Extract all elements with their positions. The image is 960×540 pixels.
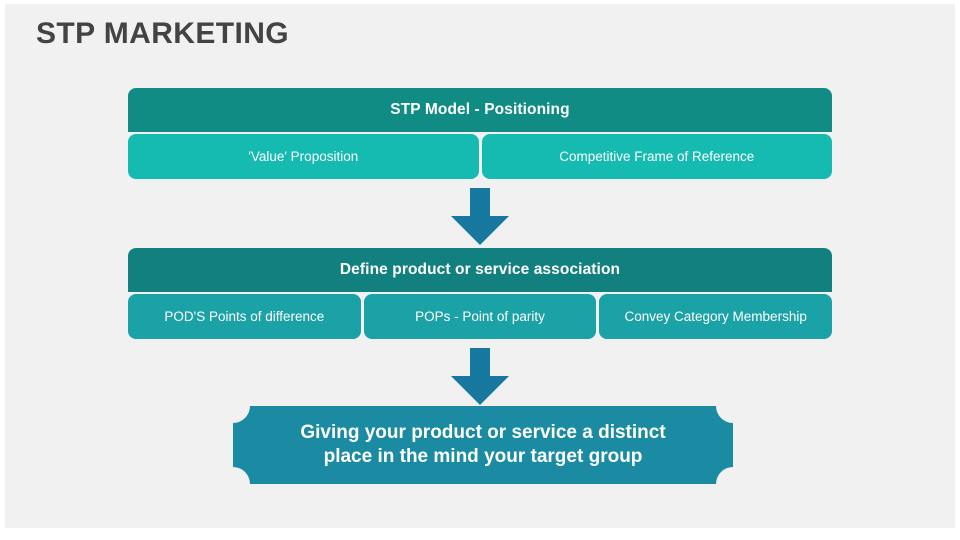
slide-edge-left — [0, 0, 5, 540]
conclusion-box[interactable]: Giving your product or service a distinc… — [233, 406, 733, 484]
group-children-1: 'Value' Proposition Competitive Frame of… — [128, 134, 832, 179]
slide-edge-top — [0, 0, 960, 4]
child-box-convey-category-membership[interactable]: Convey Category Membership — [599, 294, 833, 339]
group-define-product-or-service-association: Define product or service association PO… — [128, 248, 833, 339]
group-header-2[interactable]: Define product or service association — [128, 248, 832, 292]
child-box-competitive-frame-of-reference[interactable]: Competitive Frame of Reference — [481, 134, 832, 179]
group-children-2: POD'S Points of difference POPs - Point … — [128, 294, 833, 339]
slide-edge-right — [955, 0, 960, 540]
arrow-down-icon-2 — [449, 348, 511, 406]
child-box-pops-point-of-parity[interactable]: POPs - Point of parity — [363, 294, 597, 339]
group-header-1[interactable]: STP Model - Positioning — [128, 88, 832, 132]
child-box-value-proposition[interactable]: 'Value' Proposition — [128, 134, 479, 179]
group-stp-model-positioning: STP Model - Positioning 'Value' Proposit… — [128, 88, 832, 179]
slide-edge-bottom — [0, 528, 960, 540]
arrow-down-icon-1 — [449, 188, 511, 246]
page-title: STP MARKETING — [36, 17, 289, 50]
arrow-down-shape-1 — [451, 188, 509, 245]
arrow-down-shape-2 — [451, 348, 509, 405]
conclusion-shape — [233, 406, 733, 484]
child-box-pods-points-of-difference[interactable]: POD'S Points of difference — [128, 294, 361, 339]
conclusion-text: Giving your product or service a distinc… — [300, 421, 666, 467]
